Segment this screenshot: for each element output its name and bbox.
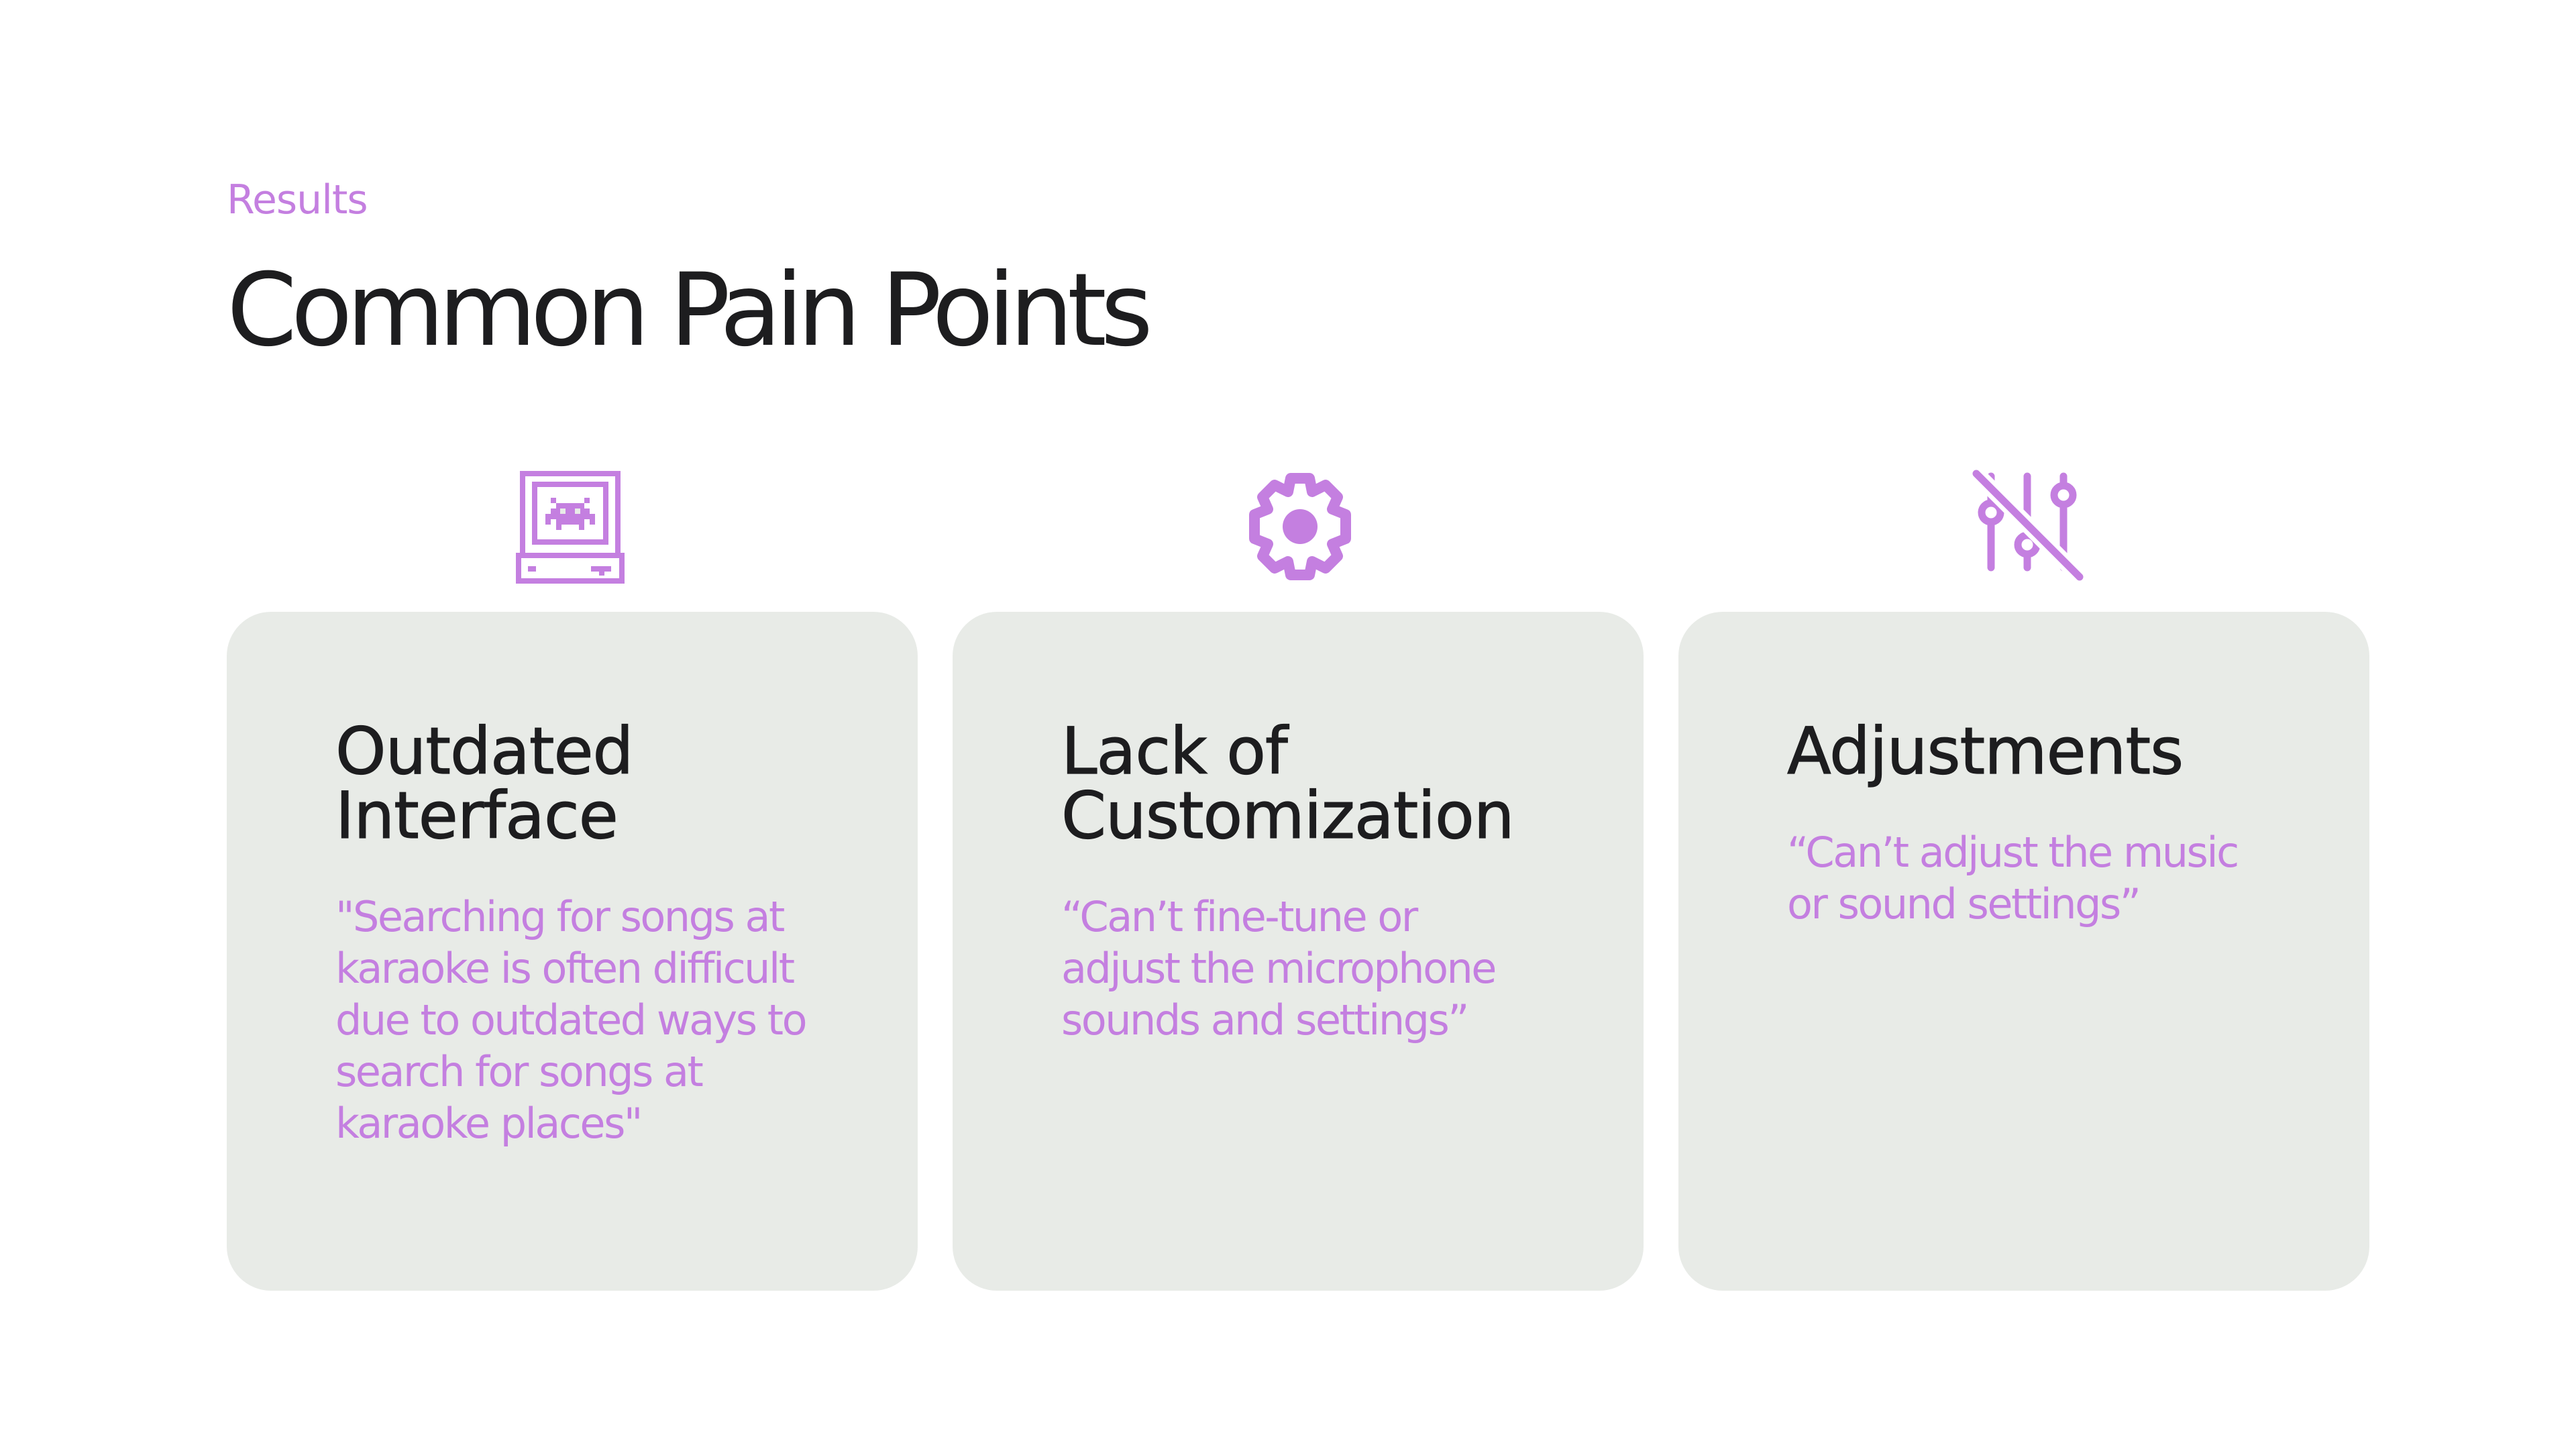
page-title: Common Pain Points [227,252,1153,369]
pain-point-card-lack-of-customization: Lack of Customization “Can’t fine-tune o… [953,612,1644,1291]
card-title-line: Interface [335,778,619,853]
section-eyebrow: Results [227,176,368,223]
sliders-off-icon [1971,470,2085,584]
card-title: Adjustments [1786,718,2351,784]
card-title-line: Adjustments [1786,714,2184,789]
card-title: Outdated Interface [335,718,899,848]
card-title: Lack of Customization [1061,718,1625,848]
card-quote: “Can’t fine-tune or adjust the microphon… [1061,892,1497,1044]
pain-point-card-outdated-interface: Outdated Interface "Searching for songs … [227,612,918,1291]
gear-icon [1243,470,1357,584]
pain-point-card-adjustments: Adjustments “Can’t adjust the music or s… [1678,612,2369,1291]
card-title-line: Customization [1061,778,1515,853]
card-title-line: Lack of [1061,714,1288,789]
card-quote: “Can’t adjust the music or sound setting… [1787,828,2239,928]
retro-computer-icon [516,470,630,584]
card-quote: "Searching for songs at karaoke is often… [335,892,808,1148]
card-title-line: Outdated [335,714,634,789]
